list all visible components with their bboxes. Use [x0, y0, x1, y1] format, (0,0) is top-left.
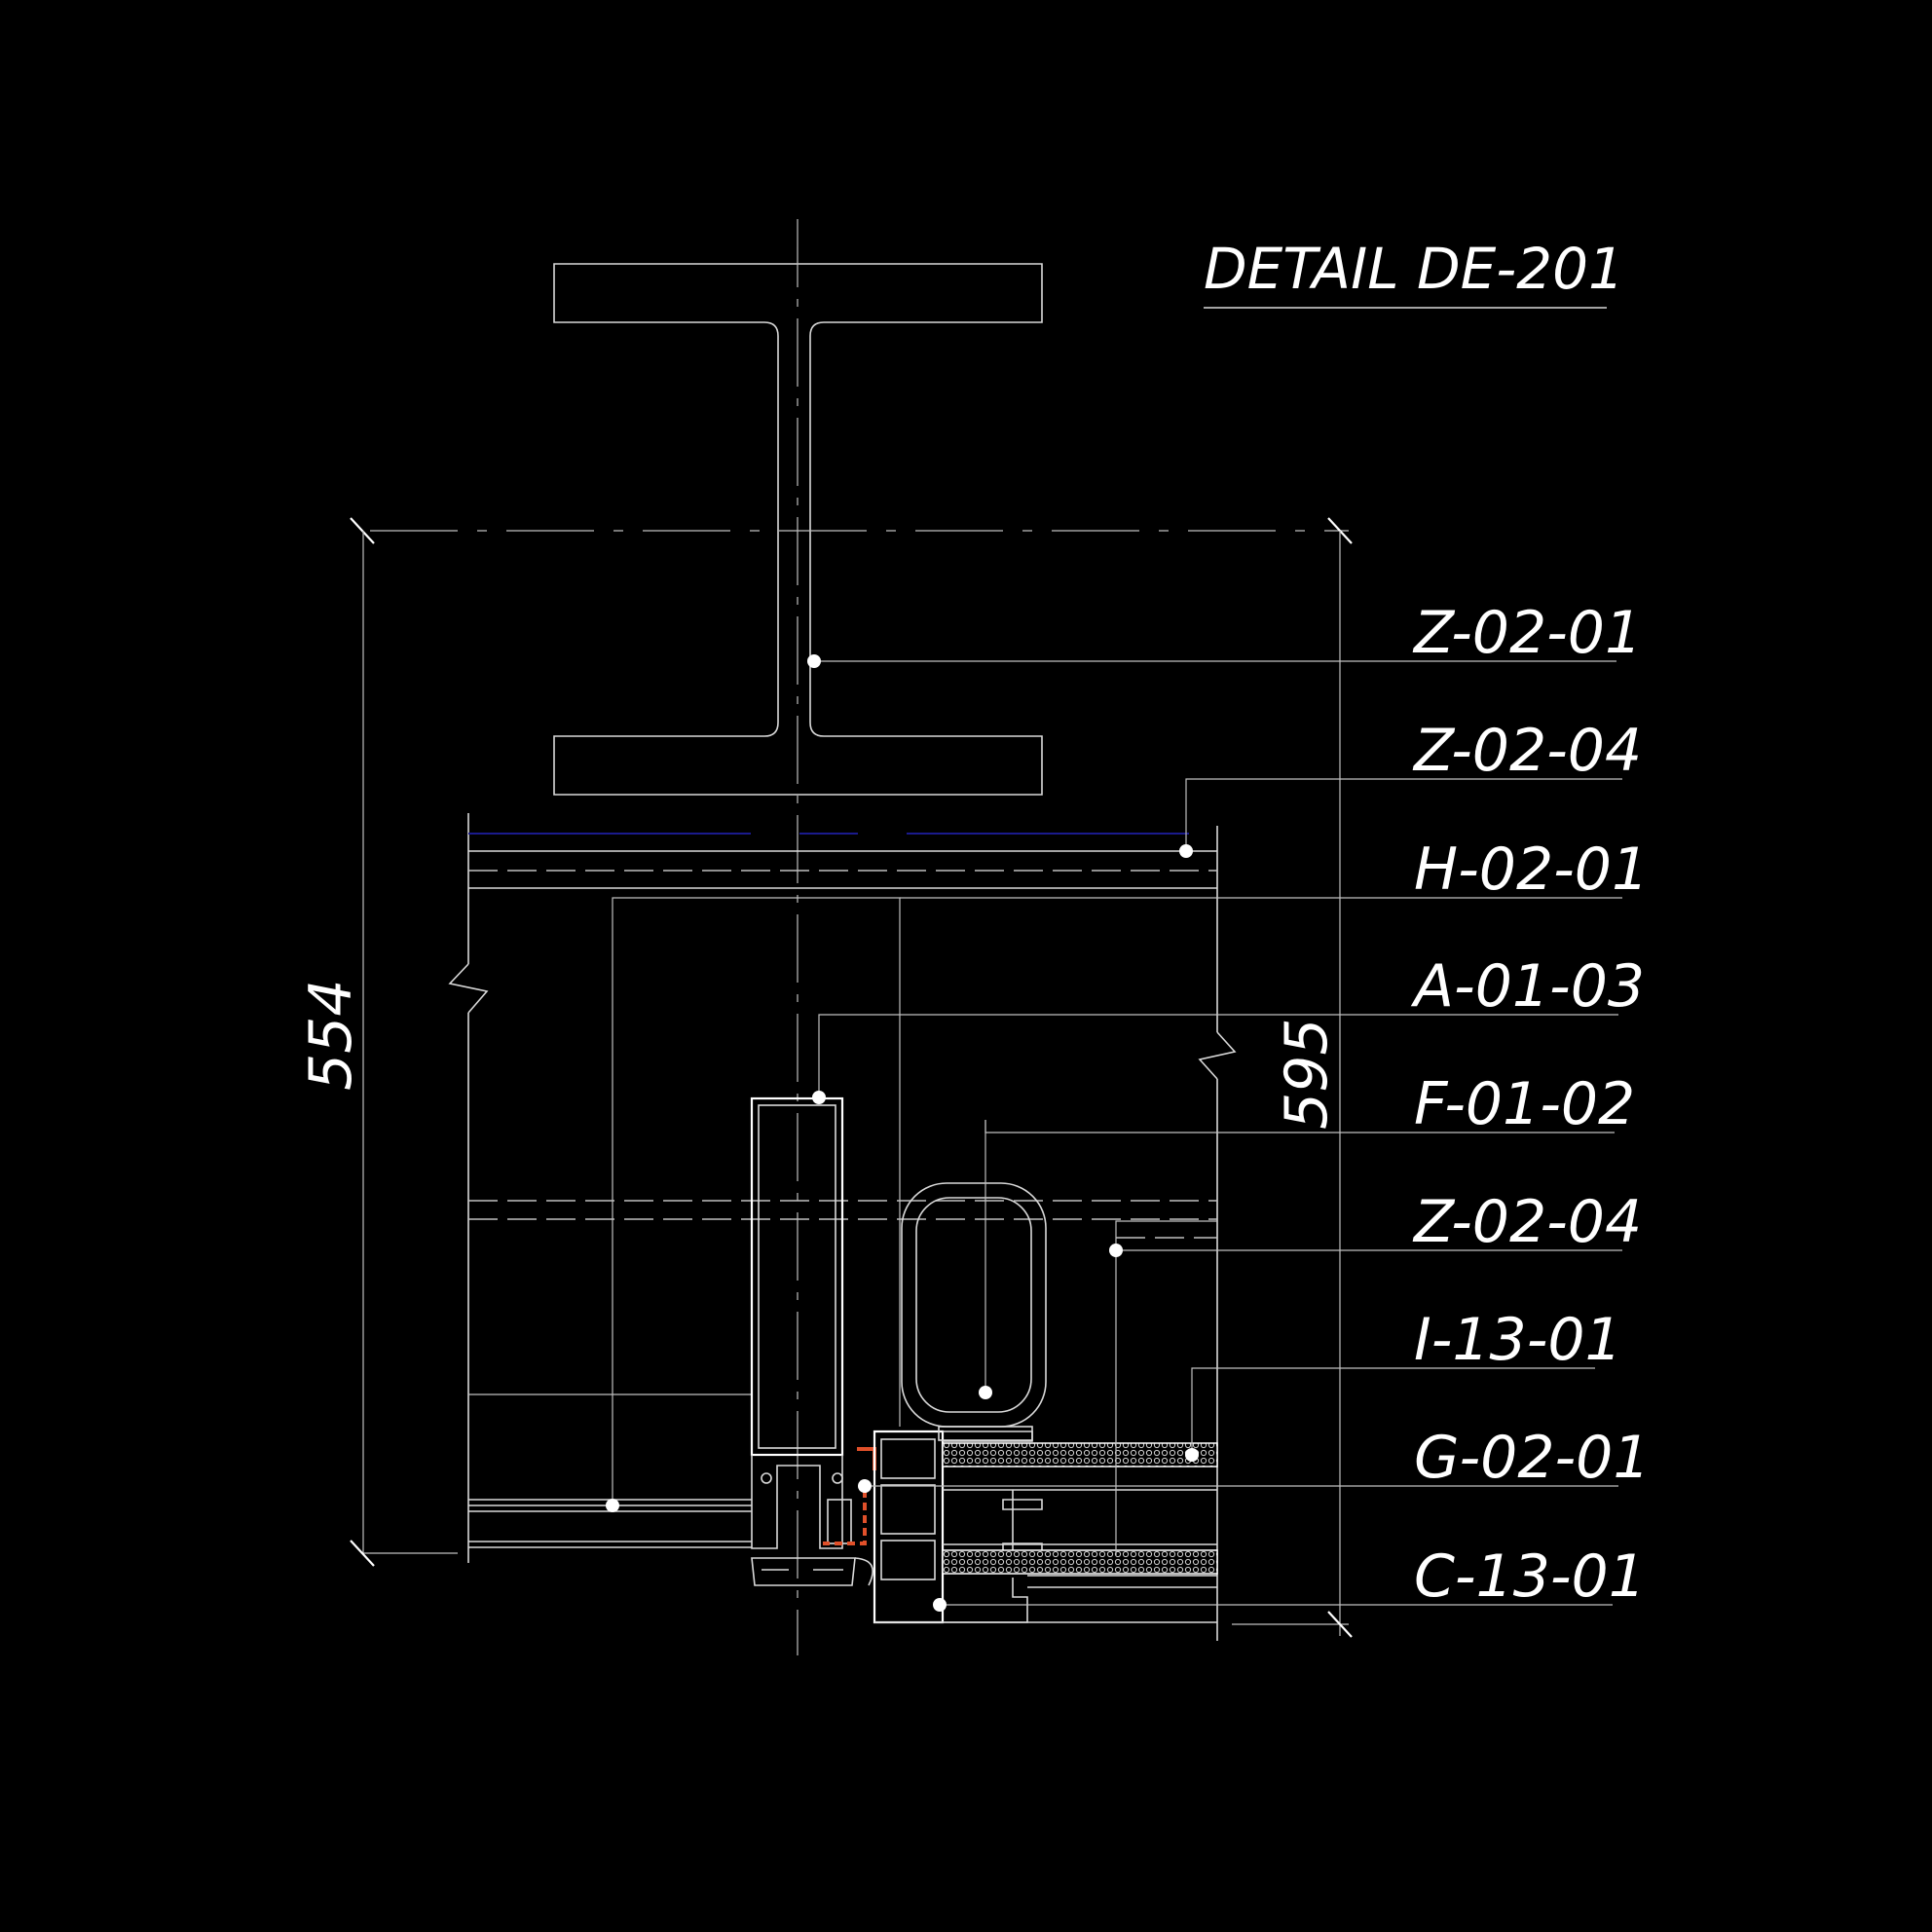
callout-leaders — [606, 654, 1622, 1612]
steel-i-beam — [553, 263, 1043, 796]
bracket-lower — [1115, 1220, 1217, 1555]
fire-seal — [823, 1447, 876, 1545]
svg-text:DETAIL DE-201: DETAIL DE-201 — [1204, 236, 1624, 302]
hanger-leader — [612, 897, 901, 1505]
hollow-section — [901, 1120, 1047, 1441]
dimension-595: 595 — [1232, 531, 1353, 1638]
insulated-panels — [942, 1442, 1218, 1575]
callout-c-13-01: C-13-01 — [1414, 1542, 1646, 1611]
callout-a-01-03: A-01-03 — [1410, 952, 1645, 1021]
top-dimension-line — [350, 517, 1353, 544]
wall-outline — [448, 813, 1237, 1641]
callout-labels: Z-02-01 Z-02-04 H-02-01 A-01-03 F-01-02 … — [1410, 599, 1651, 1611]
svg-text:595: 595 — [1273, 1018, 1341, 1130]
aluminium-mullion — [750, 1096, 873, 1586]
callout-i-13-01: I-13-01 — [1414, 1306, 1622, 1374]
callout-z-02-01: Z-02-01 — [1412, 599, 1642, 667]
callout-z-02-04-upper: Z-02-04 — [1412, 717, 1642, 785]
callout-h-02-01: H-02-01 — [1414, 836, 1649, 904]
callout-g-02-01: G-02-01 — [1414, 1424, 1651, 1492]
detail-title: DETAIL DE-201 — [1204, 236, 1624, 309]
svg-text:554: 554 — [297, 979, 365, 1091]
dimension-554: 554 — [297, 531, 458, 1567]
callout-z-02-04-lower: Z-02-04 — [1412, 1188, 1642, 1256]
callout-f-01-02: F-01-02 — [1414, 1070, 1635, 1138]
